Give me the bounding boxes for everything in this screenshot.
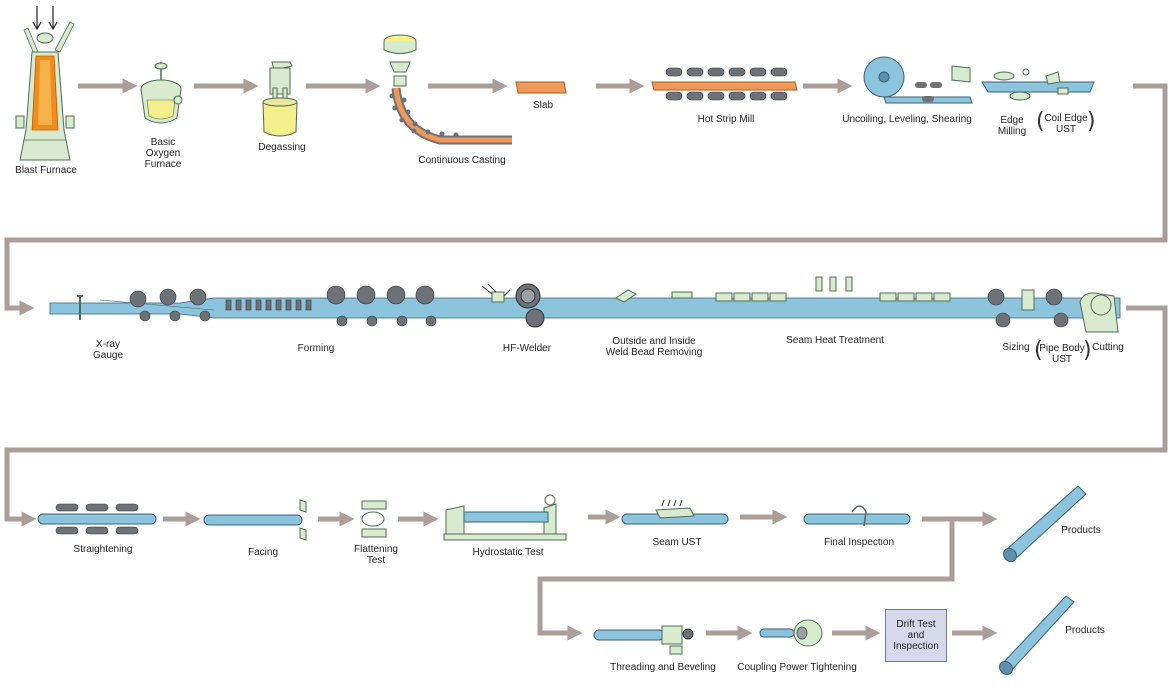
label-cutting: Cutting xyxy=(1092,342,1124,353)
bof-line-2: Oxygen xyxy=(145,148,181,159)
bead-line-1: Outside and Inside xyxy=(612,336,696,347)
label-xray-gauge: X-ray Gauge xyxy=(93,339,123,361)
hydrostatic-test-icon xyxy=(443,494,567,541)
label-threading-beveling: Threading and Beveling xyxy=(610,662,716,673)
paren-right-pipe-body: ) xyxy=(1083,338,1092,363)
label-forming: Forming xyxy=(297,343,335,354)
pipe-body-line-2: UST xyxy=(1052,354,1072,365)
edge-milling-icon xyxy=(981,68,1095,101)
seam-ust-icon xyxy=(621,499,729,525)
flattening-line-1: Flattening xyxy=(354,544,398,555)
label-coupling-power-tightening: Coupling Power Tightening xyxy=(737,662,857,673)
xray-line-1: X-ray xyxy=(96,339,120,350)
paren-right-coil-edge: ) xyxy=(1087,109,1096,134)
paren-left-pipe-body: ( xyxy=(1034,338,1043,363)
label-flattening-test: Flattening Test xyxy=(354,544,398,566)
hot-strip-mill-icon xyxy=(651,67,798,101)
facing-icon xyxy=(203,499,307,541)
bead-line-2: Weld Bead Removing xyxy=(605,347,703,358)
label-weld-bead-removing: Outside and Inside Weld Bead Removing xyxy=(606,336,703,358)
degassing-icon xyxy=(262,61,298,137)
blast-furnace-icon xyxy=(15,6,75,161)
hf-welder-icon xyxy=(481,283,545,328)
bof-line-3: Furnace xyxy=(144,159,182,170)
label-coil-edge-ust: Coil Edge UST xyxy=(1044,113,1087,135)
forming-rolls-icon xyxy=(129,285,437,327)
products-pipe-2-icon xyxy=(998,595,1075,676)
straightening-icon xyxy=(37,503,157,535)
label-blast-furnace: Blast Furnace xyxy=(15,165,77,176)
label-slab: Slab xyxy=(532,100,554,111)
label-final-inspection: Final Inspection xyxy=(823,537,895,548)
label-pipe-body-ust: Pipe Body UST xyxy=(1039,343,1085,365)
sizing-rolls-icon xyxy=(987,288,1069,328)
products-pipe-1-icon xyxy=(1003,485,1087,563)
label-hot-strip-mill: Hot Strip Mill xyxy=(697,114,755,125)
flow-lines xyxy=(4,78,1168,641)
drift-line-3: Inspection xyxy=(893,641,939,652)
label-products-1: Products xyxy=(1061,525,1101,536)
edge-line-2: Milling xyxy=(997,126,1027,137)
label-seam-heat-treatment: Seam Heat Treatment xyxy=(786,335,884,346)
xray-gauge-icon xyxy=(77,295,83,320)
edge-line-1: Edge xyxy=(1000,115,1024,126)
label-hydrostatic-test: Hydrostatic Test xyxy=(472,547,544,558)
label-seam-ust: Seam UST xyxy=(652,537,702,548)
label-hf-welder: HF-Welder xyxy=(502,343,552,354)
label-uncoiling-leveling-shearing: Uncoiling, Leveling, Shearing xyxy=(842,114,972,125)
bof-line-1: Basic xyxy=(150,137,176,148)
label-continuous-casting: Continuous Casting xyxy=(418,155,506,166)
bead-removing-icon xyxy=(615,289,693,303)
coil-edge-line-1: Coil Edge xyxy=(1044,113,1088,124)
drift-line-1: Drift Test xyxy=(896,619,936,630)
final-inspection-icon xyxy=(803,505,911,527)
label-edge-milling: Edge Milling xyxy=(998,115,1026,137)
basic-oxygen-furnace-icon xyxy=(140,62,183,124)
xray-line-2: Gauge xyxy=(92,350,124,361)
drift-test-inspection-box: Drift Test and Inspection xyxy=(885,609,947,662)
coupling-tightening-icon xyxy=(759,619,823,647)
slab-icon xyxy=(515,81,567,94)
continuous-casting-icon xyxy=(383,34,512,145)
label-basic-oxygen-furnace: Basic Oxygen Furnace xyxy=(145,137,182,170)
seam-heat-treatment-icon xyxy=(715,276,951,302)
label-facing: Facing xyxy=(247,547,279,558)
flattening-test-icon xyxy=(361,500,387,538)
pipe-body-line-1: Pipe Body xyxy=(1039,343,1085,354)
label-straightening: Straightening xyxy=(73,544,133,555)
paren-left-coil-edge: ( xyxy=(1036,109,1045,134)
cutting-machine-icon xyxy=(1079,292,1119,333)
coil-edge-line-2: UST xyxy=(1055,124,1076,135)
label-products-2: Products xyxy=(1065,625,1105,636)
label-degassing: Degassing xyxy=(258,142,306,153)
flattening-line-2: Test xyxy=(366,555,386,566)
uncoiling-leveling-icon xyxy=(863,56,973,104)
drift-line-2: and xyxy=(907,630,925,641)
threading-beveling-icon xyxy=(593,625,694,655)
pipe-body-ust-icon xyxy=(1021,289,1035,311)
label-sizing: Sizing xyxy=(1002,342,1030,353)
strip-to-pipe-line xyxy=(49,297,1121,319)
